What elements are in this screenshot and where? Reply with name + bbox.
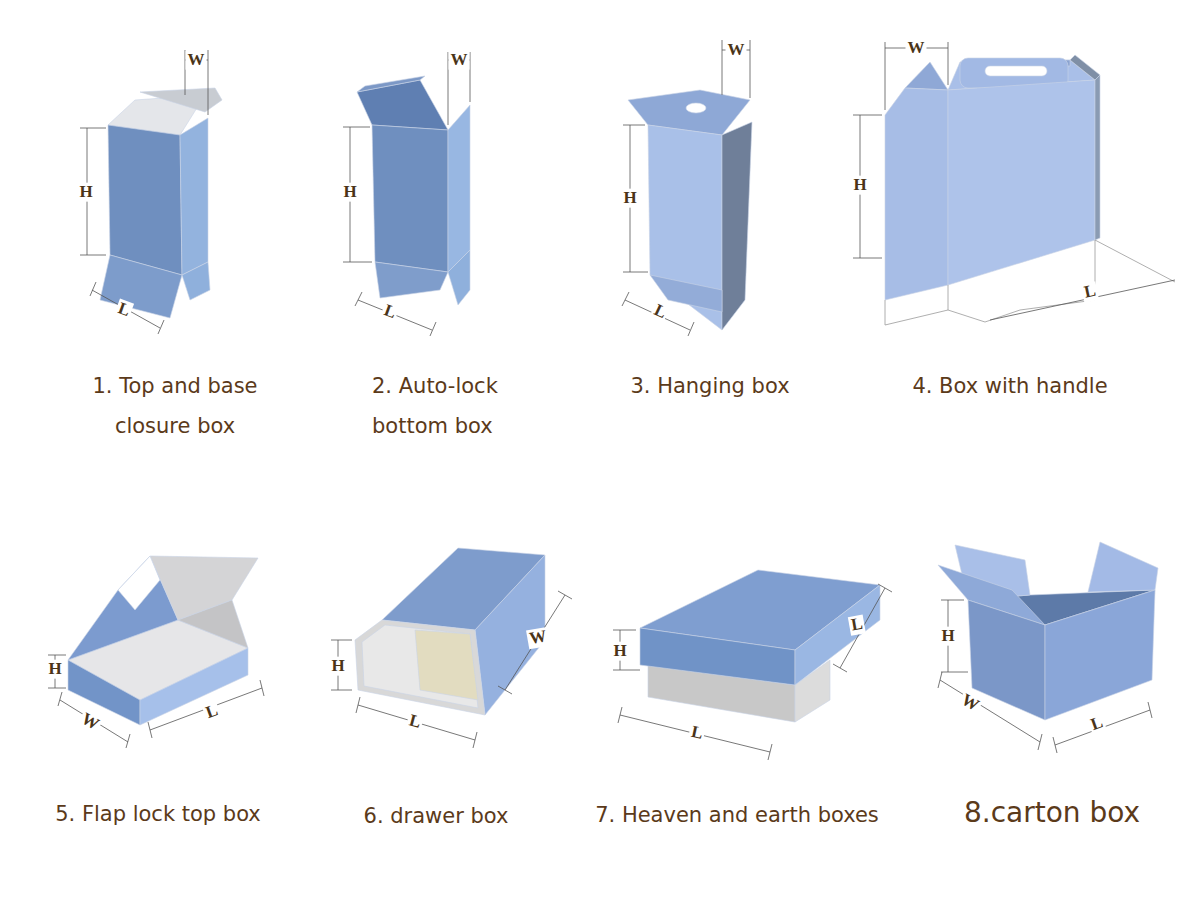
dimension-label: L xyxy=(405,711,425,733)
caption: 6. drawer box xyxy=(330,796,542,836)
dimension-label: L xyxy=(649,300,671,323)
dimension-label: H xyxy=(329,657,346,676)
dimension-label: H xyxy=(77,183,94,202)
caption: 3. Hanging box xyxy=(600,366,820,406)
caption: 8.carton box xyxy=(950,793,1154,833)
dimension-label: L xyxy=(1081,281,1100,302)
caption: 5. Flap lock top box xyxy=(30,794,286,834)
dimension-label: H xyxy=(939,627,956,646)
dimension-label: W xyxy=(526,627,550,649)
caption: 7. Heaven and earth boxes xyxy=(582,795,892,835)
dimension-label: W xyxy=(906,39,927,58)
dimension-label: W xyxy=(186,51,207,70)
dimension-label: W xyxy=(449,51,470,70)
dimension-label: W xyxy=(956,690,984,717)
dimension-label: H xyxy=(46,660,63,679)
dimension-label: H xyxy=(851,176,868,195)
dimension-label: H xyxy=(341,183,358,202)
dimension-label: L xyxy=(380,301,401,324)
caption: 1. Top and base closure box xyxy=(75,366,275,446)
dimension-label: W xyxy=(726,41,747,60)
dimension-label: L xyxy=(848,614,866,635)
dimension-label: L xyxy=(688,722,707,743)
caption: 4. Box with handle xyxy=(880,366,1140,406)
dimension-label: H xyxy=(621,189,638,208)
dimension-label: H xyxy=(611,642,628,661)
caption: 2. Auto-lock bottom box xyxy=(372,366,522,446)
